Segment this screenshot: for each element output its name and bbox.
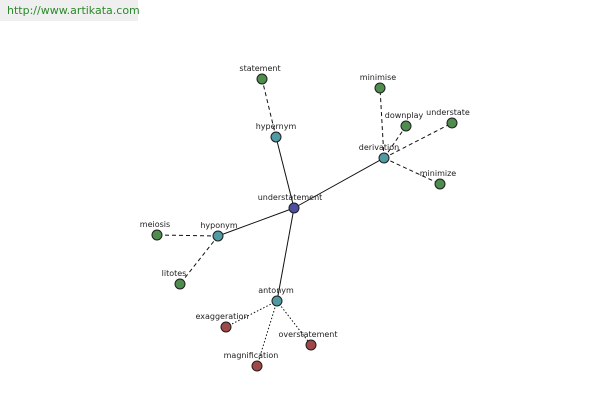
edge-derivation-minimise [379,87,385,159]
label-litotes: litotes [162,269,187,278]
edge-antonym-overstatement [276,300,312,346]
edge-derivation-downplay [383,125,407,159]
node-exaggeration[interactable] [220,321,232,333]
node-minimize[interactable] [434,178,446,190]
label-antonym: antonym [258,286,294,295]
label-hypernym: hypernym [256,122,297,131]
edge-derivation-understate [383,122,453,159]
label-understatement: understatement [258,193,323,202]
label-hyponym: hyponym [200,221,238,230]
node-statement[interactable] [256,73,268,85]
edge-understatement-derivation [293,157,385,209]
edge-hyponym-meiosis [156,234,219,237]
node-magnification[interactable] [251,360,263,372]
node-downplay[interactable] [400,120,412,132]
edge-understatement-hypernym [275,136,295,209]
source-banner: http://www.artikata.com [0,0,140,21]
edge-antonym-exaggeration [225,300,278,328]
edges-layer [156,78,453,367]
nodes-layer [151,73,458,372]
edge-understatement-hyponym [217,207,295,237]
source-url[interactable]: http://www.artikata.com [7,4,140,17]
node-understatement[interactable] [288,202,300,214]
label-meiosis: meiosis [140,220,170,229]
node-minimise[interactable] [374,82,386,94]
node-meiosis[interactable] [151,229,163,241]
node-hyponym[interactable] [212,230,224,242]
node-derivation[interactable] [378,152,390,164]
label-statement: statement [239,64,280,73]
edge-understatement-antonym [276,207,295,302]
node-understate[interactable] [446,117,458,129]
label-minimize: minimize [420,169,457,178]
label-downplay: downplay [385,111,424,120]
node-antonym[interactable] [271,295,283,307]
label-minimise: minimise [360,73,396,82]
label-derivation: derivation [359,143,399,152]
node-litotes[interactable] [174,278,186,290]
label-understate: understate [426,108,470,117]
label-magnification: magnification [224,351,279,360]
edge-hypernym-statement [261,78,277,138]
edge-hyponym-litotes [179,235,219,285]
node-overstatement[interactable] [305,339,317,351]
edge-derivation-minimize [383,157,441,185]
node-hypernym[interactable] [270,131,282,143]
labels-layer: understatement hypernym derivation hyponym a… [140,64,470,360]
label-overstatement: overstatement [278,330,337,339]
edge-antonym-magnification [256,300,278,367]
label-exaggeration: exaggeration [195,312,248,321]
